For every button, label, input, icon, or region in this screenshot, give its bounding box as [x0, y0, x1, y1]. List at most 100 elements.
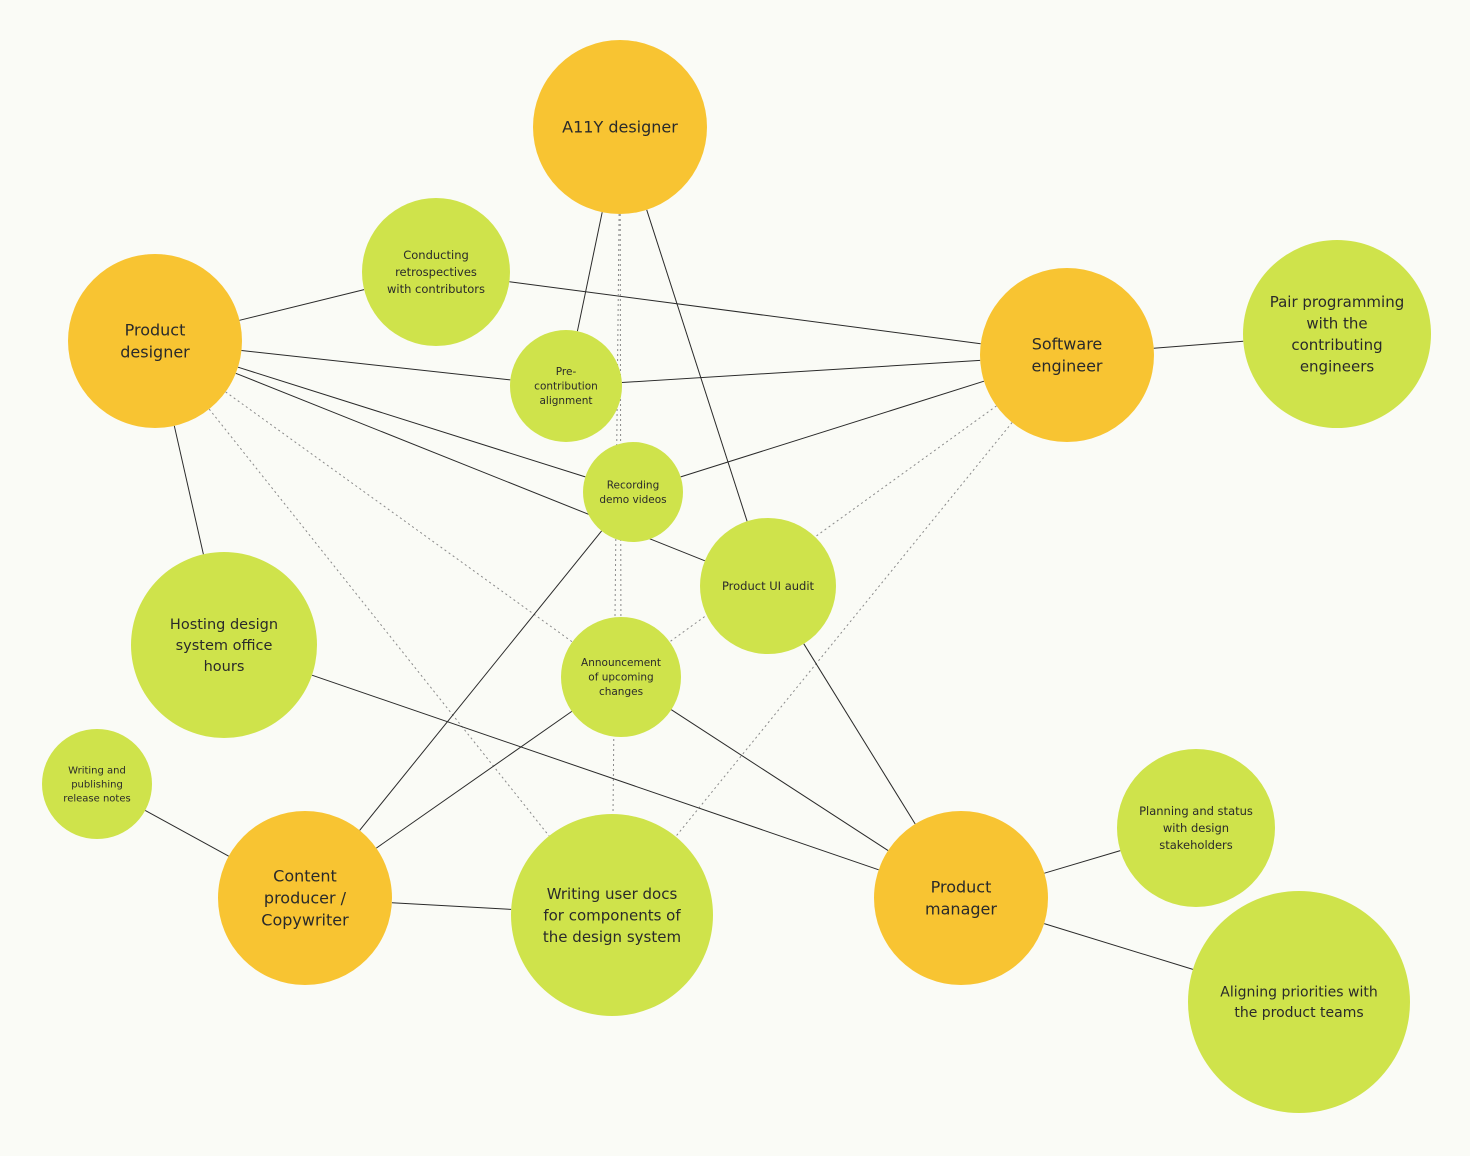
- node-label-line: A11Y designer: [562, 118, 678, 137]
- node-content-producer: Content producer / Copywriter: [218, 811, 392, 985]
- node-label-line: with the: [1306, 315, 1367, 333]
- node-circle-product-designer: [68, 254, 242, 428]
- node-pre-contribution: Pre-contribution alignment: [510, 330, 622, 442]
- node-circle-a11y-designer: [533, 40, 707, 214]
- node-circle-pair-programming: [1243, 240, 1431, 428]
- node-circle-release-notes: [42, 729, 152, 839]
- node-label-line: producer /: [264, 889, 347, 908]
- node-label-line: Pre-: [556, 366, 577, 378]
- node-label-line: for components of: [543, 906, 681, 924]
- edge-announcement-to-content-producer: [376, 710, 573, 849]
- node-label-line: alignment: [539, 395, 592, 407]
- node-label-line: manager: [925, 900, 997, 919]
- edge-a11y-designer-to-announcement: [619, 213, 622, 618]
- node-product-manager: Product manager: [874, 811, 1048, 985]
- node-label-line: Writing and: [68, 766, 126, 777]
- node-label-line: publishing: [71, 780, 123, 791]
- node-circle-product-ui-audit: [700, 518, 836, 654]
- node-circle-recording-demo: [583, 442, 683, 542]
- node-label-conducting-retros: Conducting retrospectives with contributor…: [387, 248, 485, 296]
- edge-software-engineer-to-pair-programming: [1153, 340, 1244, 349]
- edge-conducting-retros-to-software-engineer: [509, 281, 981, 345]
- node-label-line: Hosting design: [170, 617, 278, 633]
- node-label-line: engineer: [1032, 357, 1103, 376]
- edge-product-designer-to-announcement: [225, 391, 573, 643]
- node-circle-planning-status: [1117, 749, 1275, 907]
- node-label-pre-contribution: Pre-contribution alignment: [534, 366, 598, 407]
- node-label-line: Product UI audit: [722, 579, 815, 593]
- edge-a11y-designer-to-product-ui-audit: [646, 209, 748, 522]
- node-circle-conducting-retros: [362, 198, 510, 346]
- node-label-line: the design system: [543, 928, 681, 946]
- node-announcement: Announcement of upcoming changes: [561, 617, 681, 737]
- node-label-announcement: Announcement of upcoming changes: [581, 657, 661, 698]
- node-label-line: Aligning priorities with: [1220, 985, 1377, 1001]
- node-label-line: Product: [931, 878, 992, 897]
- node-label-line: contribution: [534, 381, 598, 393]
- edge-a11y-designer-to-pre-contribution: [576, 212, 603, 332]
- edge-product-designer-to-hosting-office-hours: [173, 425, 204, 555]
- edge-software-engineer-to-recording-demo: [680, 380, 985, 478]
- node-label-line: of upcoming: [588, 672, 653, 684]
- node-label-line: changes: [599, 686, 643, 698]
- node-label-line: engineers: [1300, 358, 1375, 376]
- node-label-line: Product: [125, 321, 186, 340]
- node-label-line: designer: [120, 343, 190, 362]
- node-label-product-ui-audit: Product UI audit: [722, 579, 815, 593]
- node-product-designer: Product designer: [68, 254, 242, 428]
- edge-announcement-to-product-manager: [671, 709, 889, 852]
- edge-content-producer-to-user-docs: [391, 902, 512, 910]
- edge-product-manager-to-aligning-priorities: [1044, 923, 1194, 970]
- node-label-product-designer: Product designer: [120, 321, 190, 362]
- edge-product-manager-to-planning-status: [1044, 850, 1121, 874]
- node-label-line: Conducting: [403, 248, 469, 262]
- node-label-line: hours: [204, 659, 245, 675]
- node-label-content-producer: Content producer / Copywriter: [261, 867, 349, 930]
- edge-pre-contribution-to-software-engineer: [621, 359, 981, 383]
- node-circle-aligning-priorities: [1188, 891, 1410, 1113]
- node-label-line: the product teams: [1234, 1005, 1363, 1021]
- node-aligning-priorities: Aligning priorities with the product team…: [1188, 891, 1410, 1113]
- node-circle-user-docs: [511, 814, 713, 1016]
- node-product-ui-audit: Product UI audit: [700, 518, 836, 654]
- node-label-line: Content: [273, 867, 337, 886]
- edge-product-designer-to-recording-demo: [237, 366, 586, 478]
- node-label-aligning-priorities: Aligning priorities with the product team…: [1220, 985, 1377, 1022]
- node-label-line: contributing: [1291, 336, 1382, 354]
- node-label-line: Software: [1032, 335, 1103, 354]
- node-label-hosting-office-hours: Hosting design system office hours: [170, 617, 278, 675]
- edge-hosting-office-hours-to-product-manager: [311, 674, 879, 871]
- node-label-line: Recording: [607, 479, 660, 491]
- edge-product-designer-to-conducting-retros: [239, 289, 365, 321]
- node-label-line: with contributors: [387, 282, 485, 296]
- edge-product-designer-to-user-docs: [208, 408, 550, 837]
- edge-product-ui-audit-to-product-manager: [803, 643, 916, 825]
- node-conducting-retros: Conducting retrospectives with contributor…: [362, 198, 510, 346]
- node-circle-pre-contribution: [510, 330, 622, 442]
- edge-release-notes-to-content-producer: [144, 809, 229, 857]
- node-label-line: system office: [176, 638, 273, 654]
- node-label-line: Announcement: [581, 657, 661, 669]
- node-software-engineer: Software engineer: [980, 268, 1154, 442]
- edge-recording-demo-to-content-producer: [359, 530, 602, 831]
- node-circle-product-manager: [874, 811, 1048, 985]
- node-label-product-manager: Product manager: [925, 878, 997, 919]
- node-label-a11y-designer: A11Y designer: [562, 118, 678, 137]
- node-label-line: Planning and status: [1139, 804, 1253, 818]
- node-label-line: Copywriter: [261, 911, 349, 930]
- node-circle-content-producer: [218, 811, 392, 985]
- node-label-line: retrospectives: [395, 265, 477, 279]
- node-a11y-designer: A11Y designer: [533, 40, 707, 214]
- node-label-software-engineer: Software engineer: [1032, 335, 1103, 376]
- node-label-line: stakeholders: [1159, 838, 1233, 852]
